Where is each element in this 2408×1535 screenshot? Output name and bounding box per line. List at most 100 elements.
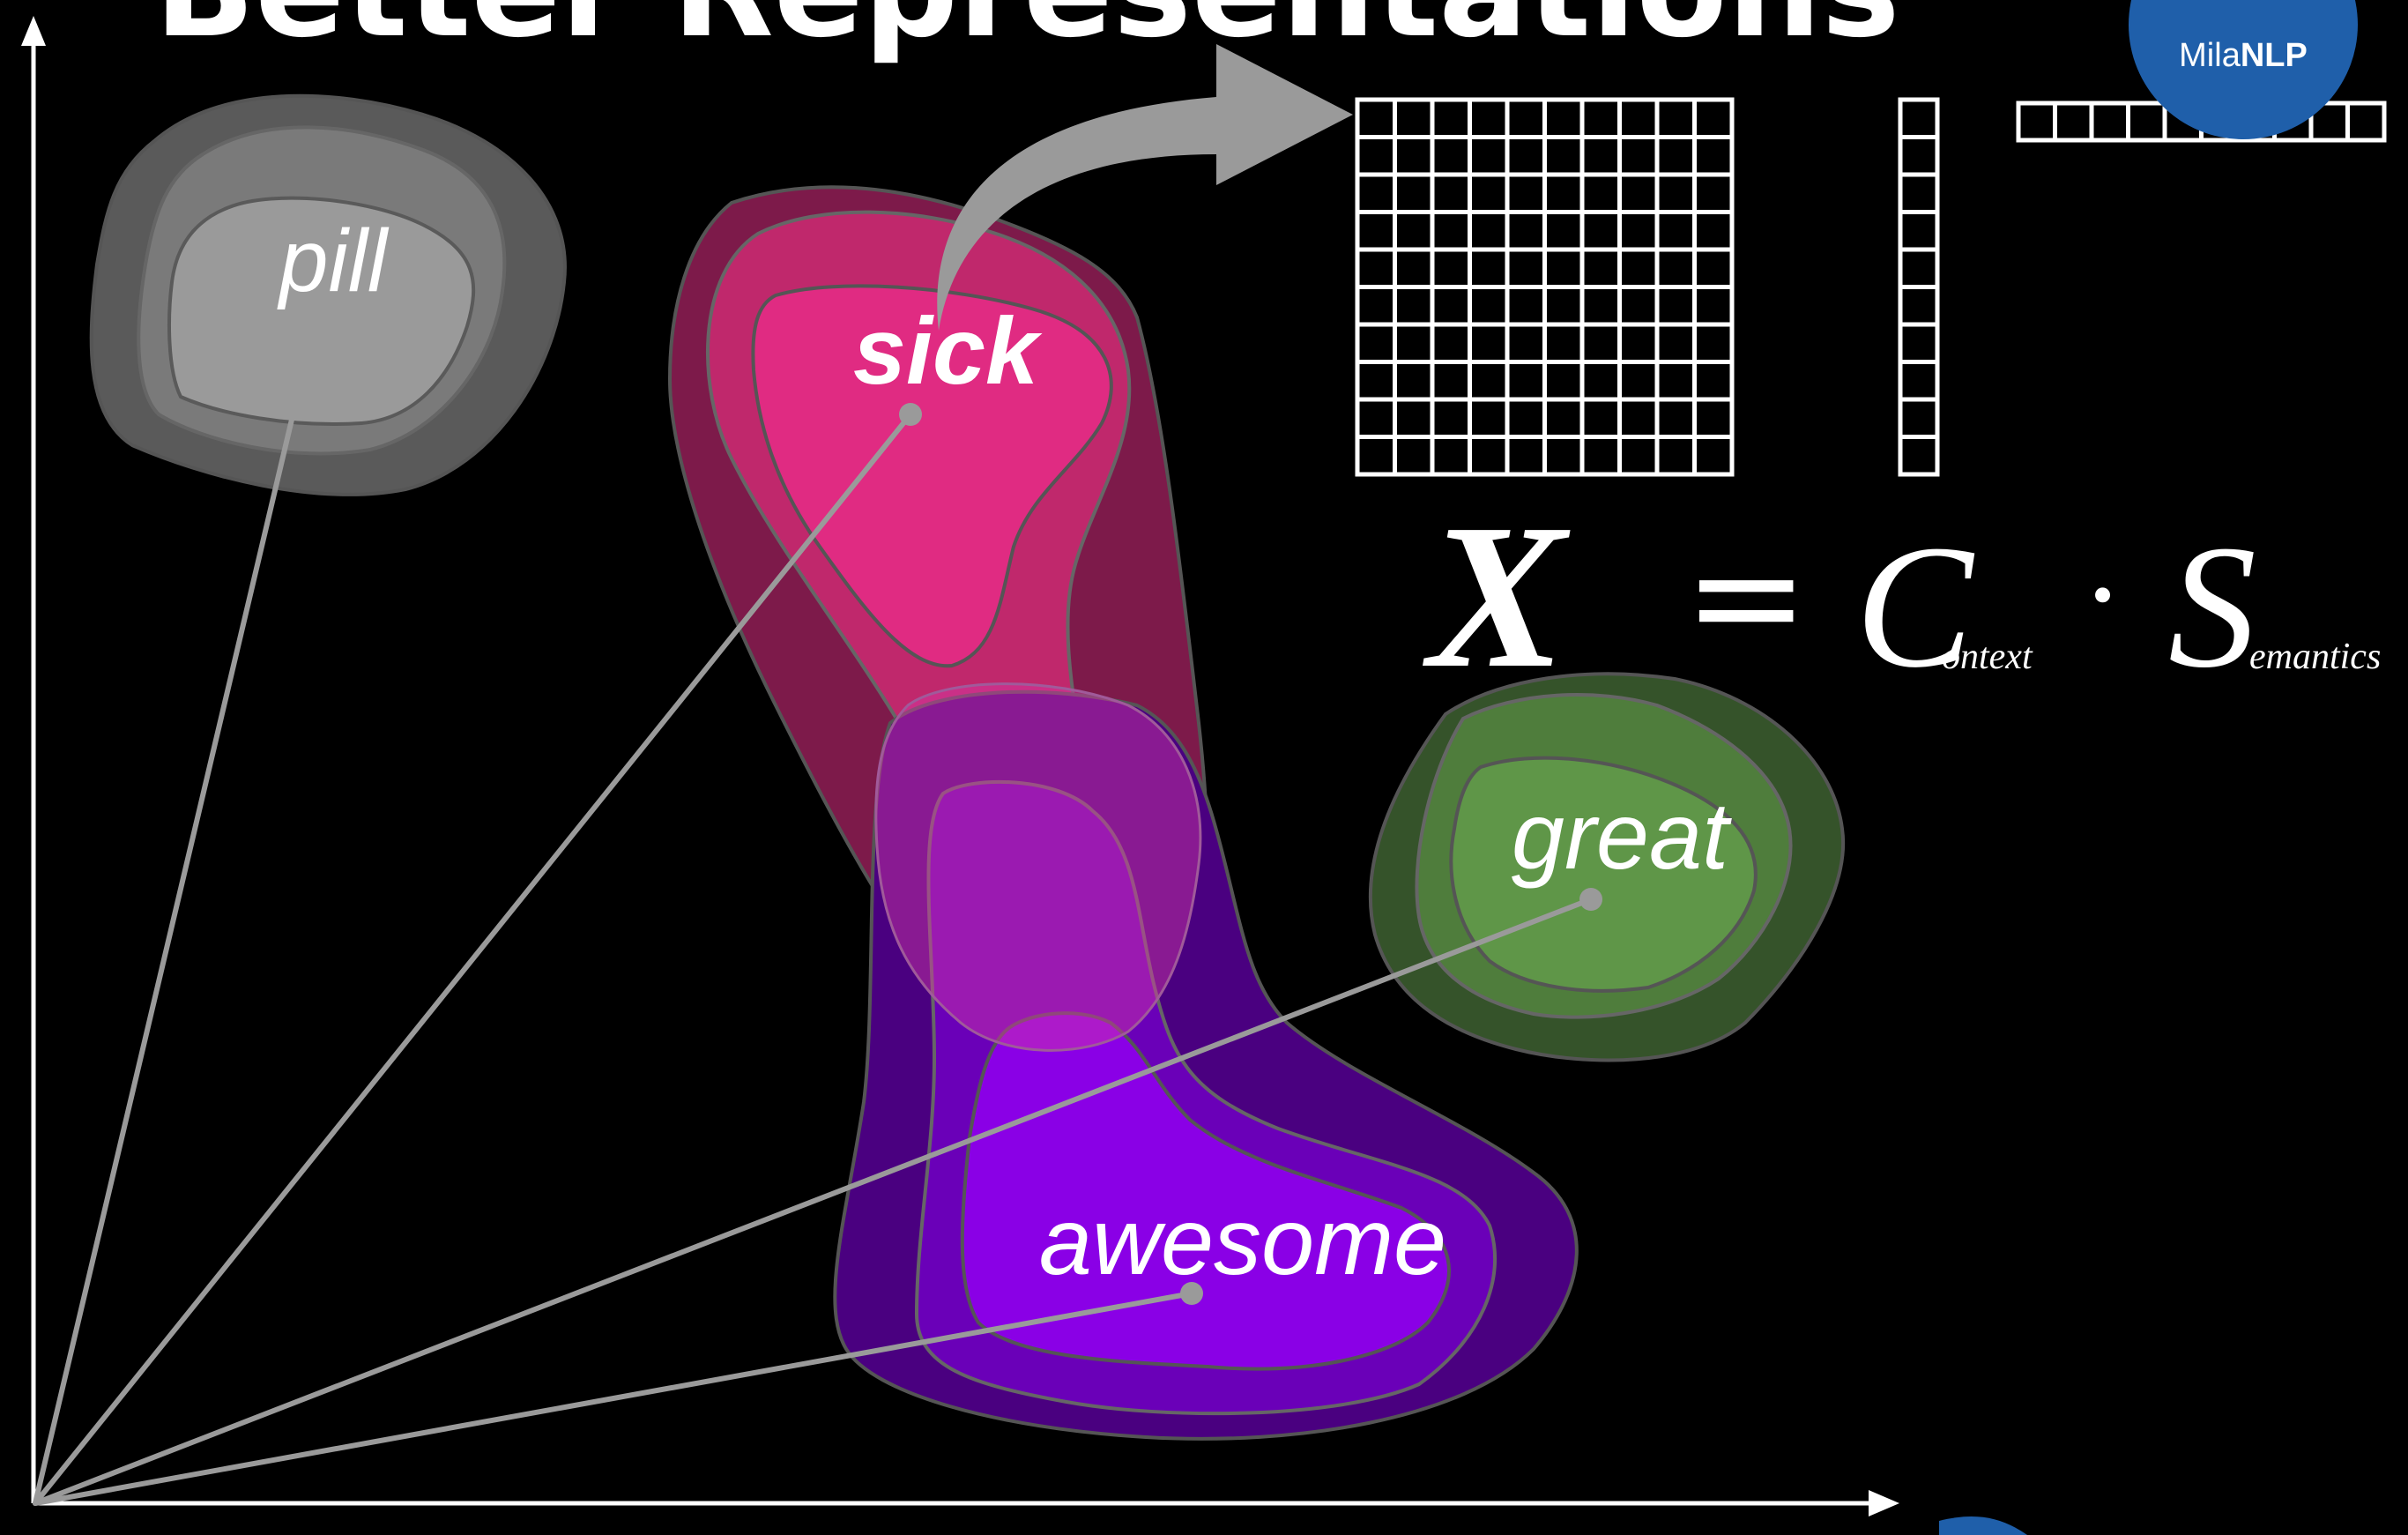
matrix-cell bbox=[1695, 324, 1733, 362]
matrix-cell bbox=[1357, 324, 1395, 362]
column-vector-cell bbox=[1900, 212, 1937, 250]
matrix-cell bbox=[1432, 138, 1470, 175]
matrix-cell bbox=[1582, 437, 1620, 475]
matrix-cell bbox=[1432, 324, 1470, 362]
matrix-cell bbox=[1545, 138, 1583, 175]
matrix-cell bbox=[1395, 175, 1433, 212]
matrix-cell bbox=[1395, 212, 1433, 250]
row-vector-cell bbox=[2348, 103, 2385, 140]
matrix-cell bbox=[1620, 362, 1658, 400]
column-vector-cell bbox=[1900, 399, 1937, 437]
matrix-cell bbox=[1582, 250, 1620, 287]
matrix-cell bbox=[1357, 362, 1395, 400]
matrix-cell bbox=[1357, 437, 1395, 475]
matrix-cell bbox=[1507, 138, 1545, 175]
matrix-cell bbox=[1432, 212, 1470, 250]
matrix-cell bbox=[1470, 175, 1508, 212]
pill-label: pill bbox=[277, 212, 390, 310]
matrix-cell bbox=[1582, 100, 1620, 138]
matrix-cell bbox=[1507, 175, 1545, 212]
matrix-cell bbox=[1695, 437, 1733, 475]
great-point bbox=[1579, 888, 1602, 911]
pill-point bbox=[300, 326, 323, 349]
matrix-cell bbox=[1432, 437, 1470, 475]
matrix-cell bbox=[1620, 437, 1658, 475]
matrix-cell bbox=[1432, 362, 1470, 400]
matrix-cell bbox=[1695, 362, 1733, 400]
matrix-cell bbox=[1507, 437, 1545, 475]
matrix-cell bbox=[1470, 437, 1508, 475]
matrix-cell bbox=[1432, 250, 1470, 287]
matrix-cell bbox=[1620, 212, 1658, 250]
matrix-cell bbox=[1545, 100, 1583, 138]
matrix-cell bbox=[1582, 138, 1620, 175]
matrix-cell bbox=[1470, 138, 1508, 175]
matrix-cell bbox=[1395, 324, 1433, 362]
matrix-cell bbox=[1432, 287, 1470, 325]
row-vector-cell bbox=[2092, 103, 2129, 140]
matrix-cell bbox=[1657, 324, 1695, 362]
matrix-cell bbox=[1695, 399, 1733, 437]
matrix-grid bbox=[1357, 100, 1732, 474]
matrix-cell bbox=[1657, 212, 1695, 250]
matrix-cell bbox=[1470, 212, 1508, 250]
matrix-cell bbox=[1357, 175, 1395, 212]
matrix-cell bbox=[1395, 138, 1433, 175]
row-vector-cell bbox=[2018, 103, 2055, 140]
column-vector-cell bbox=[1900, 250, 1937, 287]
matrix-cell bbox=[1695, 212, 1733, 250]
cluster-pill: pill bbox=[92, 96, 565, 495]
corner-logo-fragment bbox=[1939, 1516, 2027, 1535]
y-axis-arrowhead bbox=[21, 16, 46, 46]
matrix-cell bbox=[1507, 324, 1545, 362]
matrix-cell bbox=[1545, 399, 1583, 437]
matrix-cell bbox=[1695, 100, 1733, 138]
matrix-cell bbox=[1357, 100, 1395, 138]
equation-equals: = bbox=[1683, 510, 1809, 684]
matrix-cell bbox=[1357, 250, 1395, 287]
matrix-cell bbox=[1657, 399, 1695, 437]
matrix-cell bbox=[1620, 399, 1658, 437]
matrix-cell bbox=[1657, 175, 1695, 212]
matrix-cell bbox=[1470, 287, 1508, 325]
logo-text: MilaNLP bbox=[2179, 37, 2308, 74]
column-vector-cell bbox=[1900, 324, 1937, 362]
sick-point bbox=[899, 403, 922, 426]
matrix-cell bbox=[1545, 212, 1583, 250]
cluster-great: great bbox=[1371, 674, 1843, 1060]
matrix-cell bbox=[1395, 287, 1433, 325]
column-vector-cell bbox=[1900, 175, 1937, 212]
equation-lhs: X bbox=[1423, 481, 1571, 711]
slide-title: Better Representations bbox=[154, 0, 1900, 67]
matrix-cell bbox=[1357, 287, 1395, 325]
matrix-cell bbox=[1545, 362, 1583, 400]
row-vector-cell bbox=[2129, 103, 2166, 140]
matrix-cell bbox=[1432, 100, 1470, 138]
matrix-cell bbox=[1695, 138, 1733, 175]
matrix-cell bbox=[1620, 100, 1658, 138]
matrix-cell bbox=[1470, 324, 1508, 362]
equation-dot: · bbox=[2085, 528, 2121, 662]
equation-semantics-rest: emantics bbox=[2249, 637, 2381, 677]
matrix-cell bbox=[1432, 175, 1470, 212]
matrix-cell bbox=[1545, 324, 1583, 362]
matrix-cell bbox=[1470, 250, 1508, 287]
matrix-cell bbox=[1657, 362, 1695, 400]
matrix-cell bbox=[1657, 250, 1695, 287]
matrix-cell bbox=[1620, 175, 1658, 212]
matrix-cell bbox=[1395, 100, 1433, 138]
column-vector-cell bbox=[1900, 287, 1937, 325]
column-vector-cell bbox=[1900, 100, 1937, 138]
matrix-cell bbox=[1507, 250, 1545, 287]
matrix-cell bbox=[1545, 175, 1583, 212]
matrix-cell bbox=[1620, 250, 1658, 287]
sick-label: sick bbox=[853, 297, 1043, 404]
matrix-cell bbox=[1545, 287, 1583, 325]
matrix-cell bbox=[1395, 362, 1433, 400]
matrix-cell bbox=[1470, 100, 1508, 138]
matrix-cell bbox=[1657, 437, 1695, 475]
matrix-cell bbox=[1507, 100, 1545, 138]
equation-context-rest: ontext bbox=[1942, 637, 2033, 677]
matrix-cell bbox=[1507, 287, 1545, 325]
